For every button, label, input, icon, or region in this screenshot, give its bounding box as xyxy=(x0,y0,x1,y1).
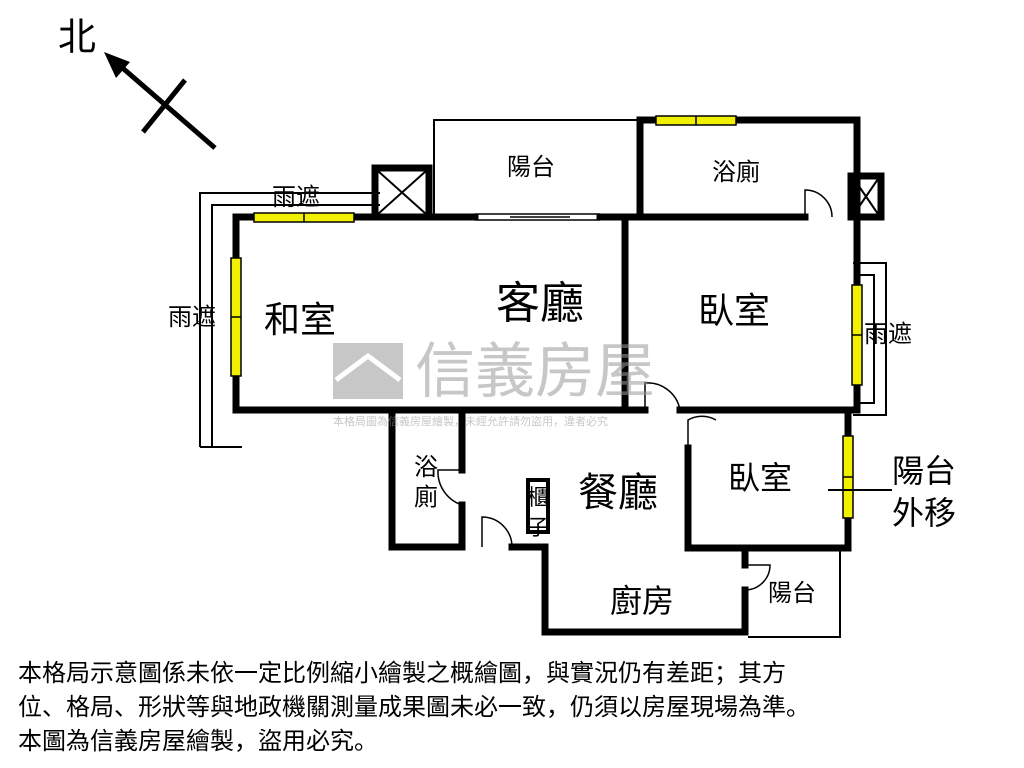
label-balcony-top: 陽台 xyxy=(507,153,555,181)
label-bedroom-1: 臥室 xyxy=(698,291,770,332)
label-living-room: 客廳 xyxy=(496,278,584,329)
label-balcony-moved-2: 外移 xyxy=(892,494,956,532)
label-bedroom-2: 臥室 xyxy=(728,459,792,497)
disclaimer: 本格局示意圖係未依一定比例縮小繪製之概繪圖，與實況仍有差距；其方 位、格局、形狀… xyxy=(18,656,1008,758)
label-dining-room: 餐廳 xyxy=(578,470,658,516)
label-balcony-bottom: 陽台 xyxy=(768,579,816,607)
label-japanese-room: 和室 xyxy=(264,300,336,341)
watermark-brand: 信義房屋 xyxy=(415,337,655,407)
label-bathroom-top: 浴廁 xyxy=(712,158,760,186)
windows xyxy=(230,115,863,519)
label-balcony-moved-1: 陽台 xyxy=(892,452,956,490)
label-kitchen: 廚房 xyxy=(610,582,674,620)
north-arrow xyxy=(104,52,217,150)
shaft-crosses xyxy=(377,170,879,215)
disclaimer-line-3: 本圖為信義房屋繪製，盜用必究。 xyxy=(18,727,378,755)
outer-thin-lines xyxy=(199,119,887,638)
north-label: 北 xyxy=(58,15,96,59)
doors xyxy=(437,189,833,591)
sliding-door xyxy=(475,213,600,221)
label-awning-left: 雨遮 xyxy=(168,303,216,331)
watermark-logo xyxy=(333,343,403,399)
label-cabinet-2: 子 xyxy=(527,516,549,541)
watermark: 信義房屋 本格局圖為信義房屋繪製，未經允許請勿盜用，違者必究 xyxy=(333,337,655,428)
disclaimer-line-2: 位、格局、形狀等與地政機關測量成果圖未必一致，仍須以房屋現場為準。 xyxy=(18,693,810,721)
label-cabinet-1: 櫃 xyxy=(527,486,549,511)
label-bathroom-small-2: 廁 xyxy=(414,483,438,511)
floor-plan: 北 xyxy=(58,15,956,638)
label-awning-top: 雨遮 xyxy=(272,183,320,211)
disclaimer-line-1: 本格局示意圖係未依一定比例縮小繪製之概繪圖，與實況仍有差距；其方 xyxy=(18,659,786,687)
house-icon xyxy=(334,352,402,382)
label-awning-right: 雨遮 xyxy=(864,320,912,348)
watermark-notice: 本格局圖為信義房屋繪製，未經允許請勿盜用，違者必究 xyxy=(333,414,608,428)
label-bathroom-small-1: 浴 xyxy=(414,453,438,481)
